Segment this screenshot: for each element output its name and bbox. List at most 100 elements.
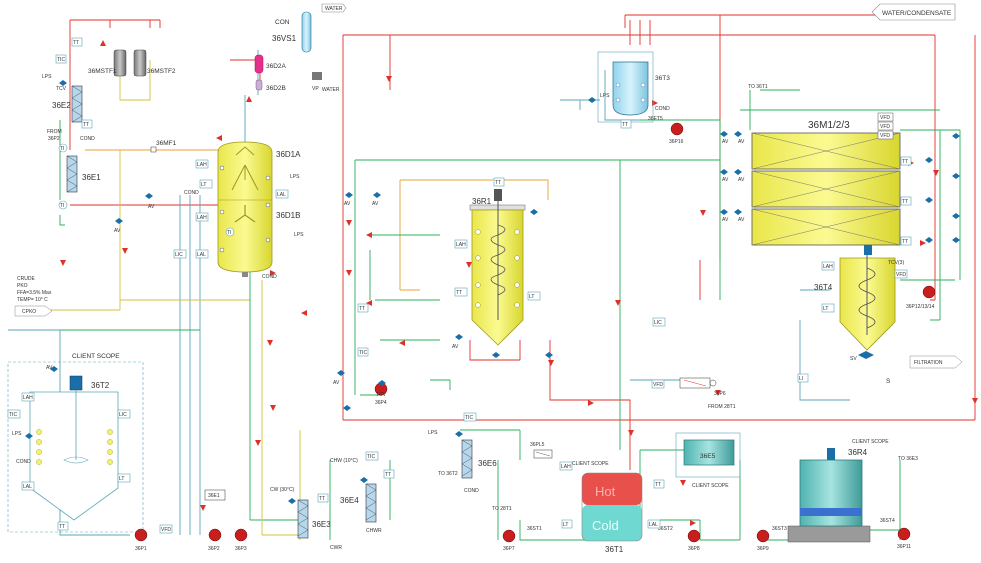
svg-text:36D2A: 36D2A xyxy=(266,63,287,70)
svg-text:LAL: LAL xyxy=(197,252,206,258)
svg-text:36R1: 36R1 xyxy=(472,197,492,206)
svg-text:COND: COND xyxy=(184,190,199,196)
svg-text:AV: AV xyxy=(738,217,745,223)
svg-text:WATER/CONDENSATE: WATER/CONDENSATE xyxy=(882,10,952,17)
svg-text:36P6: 36P6 xyxy=(714,391,726,397)
svg-text:36P2: 36P2 xyxy=(48,136,60,142)
svg-text:TT: TT xyxy=(456,290,462,296)
tank-36t2[interactable]: CLIENT SCOPE 36T2 LPS COND xyxy=(7,353,144,533)
label-36vs1: 36VS1 xyxy=(272,34,297,43)
svg-text:COND: COND xyxy=(16,459,31,465)
svg-text:LAH: LAH xyxy=(197,215,207,221)
svg-text:36ST1: 36ST1 xyxy=(527,526,542,532)
svg-text:VFD: VFD xyxy=(880,133,890,139)
svg-text:LPS: LPS xyxy=(290,174,300,180)
svg-text:COND: COND xyxy=(80,136,95,142)
svg-text:36ST4: 36ST4 xyxy=(880,518,895,524)
filtration-tag: FILTRATION xyxy=(909,355,963,369)
exchanger-36e1[interactable]: 36E1 xyxy=(66,155,101,193)
svg-text:TT: TT xyxy=(655,482,661,488)
instruments: TT TIC TT TI TI TI LAH LT LAL LAH LAL LI… xyxy=(7,37,912,534)
tank-36e5[interactable]: 36E5 CLIENT SCOPE xyxy=(675,432,741,489)
svg-text:AV: AV xyxy=(722,139,729,145)
to-36t1-label: TO 36T1 xyxy=(748,84,768,90)
svg-text:AV: AV xyxy=(738,139,745,145)
svg-text:36ET5: 36ET5 xyxy=(648,116,663,122)
svg-text:AV: AV xyxy=(114,228,121,234)
svg-text:36P16: 36P16 xyxy=(669,139,684,145)
from-36p2-label: FROM xyxy=(47,129,62,135)
svg-text:VFD: VFD xyxy=(880,115,890,121)
svg-text:LAH: LAH xyxy=(823,264,833,270)
svg-text:LPS: LPS xyxy=(294,232,304,238)
svg-text:TI: TI xyxy=(60,146,64,152)
svg-text:36E4: 36E4 xyxy=(340,496,359,505)
dosing-pump-36p6[interactable] xyxy=(679,377,717,389)
svg-text:TO 36E3: TO 36E3 xyxy=(898,456,918,462)
svg-text:COND: COND xyxy=(262,274,277,280)
svg-text:LPS: LPS xyxy=(428,430,438,436)
svg-text:AV: AV xyxy=(452,344,459,350)
pumps[interactable] xyxy=(134,122,936,543)
svg-text:36T3: 36T3 xyxy=(655,75,670,82)
svg-text:CWR: CWR xyxy=(330,545,342,551)
svg-text:SV: SV xyxy=(850,356,857,362)
tank-36t1[interactable]: Hot Cold 36T1 CLIENT SCOPE xyxy=(572,461,643,554)
svg-text:TIC: TIC xyxy=(9,412,17,418)
tank-36r4[interactable]: 36R4 CLIENT SCOPE TO 36E3 xyxy=(787,439,918,543)
pump-36p7 xyxy=(502,529,516,543)
pump-36p1 xyxy=(134,528,148,542)
svg-text:AV: AV xyxy=(333,380,340,386)
pump-36p3 xyxy=(234,528,248,542)
column-36m123[interactable]: 36M1/2/3 VFD VFD VFD xyxy=(751,112,901,246)
svg-text:Hot: Hot xyxy=(595,484,616,499)
filters-36mstf[interactable]: 36MSTF1 36MSTF2 xyxy=(88,49,176,77)
crude-feed-note: CRUDE PKO FFA=3.5% Max TEMP= 10° C CPKO xyxy=(14,276,53,317)
drum-36d2[interactable]: 36D2A 36D2B xyxy=(254,54,287,92)
svg-text:CW (30°C): CW (30°C) xyxy=(270,487,295,493)
svg-text:COND: COND xyxy=(464,488,479,494)
reactor-36r1[interactable]: 36R1 xyxy=(469,189,526,346)
svg-text:36E1: 36E1 xyxy=(208,493,220,499)
deodorizer-36d1[interactable]: 36D1A 36D1B xyxy=(217,141,301,277)
svg-text:36ST2: 36ST2 xyxy=(658,526,673,532)
svg-text:LAH: LAH xyxy=(561,464,571,470)
separator-36vs1[interactable]: CON 36VS1 VP WATER xyxy=(272,11,340,93)
svg-text:TCV: TCV xyxy=(56,86,67,92)
svg-text:FILTRATION: FILTRATION xyxy=(914,360,943,366)
svg-text:36P12/13/14: 36P12/13/14 xyxy=(906,304,935,310)
svg-text:TEMP= 10° C: TEMP= 10° C xyxy=(17,297,48,303)
svg-text:LPS: LPS xyxy=(600,93,610,99)
valve-labels: AV AV AV AV AV AV AV TCV TCV(3) AV AV AV… xyxy=(46,139,904,398)
exchanger-36e3[interactable]: 36E3 CW (30°C) CWR xyxy=(270,487,342,551)
exchanger-36e6[interactable]: 36E6 COND LPS TO 36T2 TO 28T1 xyxy=(428,430,512,512)
filter-36mf1[interactable] xyxy=(150,146,157,153)
exchanger-36e2[interactable]: 36E2 COND LPS TCV xyxy=(42,74,95,142)
tank-36t4[interactable]: 36T4 SV S xyxy=(814,245,896,385)
valves[interactable] xyxy=(25,80,960,504)
svg-text:36E2: 36E2 xyxy=(52,101,71,110)
svg-text:PKO: PKO xyxy=(17,283,28,289)
exchanger-36e4[interactable]: 36E4 CHW (10°C) CHWR xyxy=(330,458,382,534)
svg-text:AV: AV xyxy=(344,201,351,207)
svg-text:TT: TT xyxy=(73,40,79,46)
svg-text:36ST3: 36ST3 xyxy=(772,526,787,532)
svg-text:AV: AV xyxy=(738,177,745,183)
label-con: CON xyxy=(275,19,290,26)
svg-text:LAH: LAH xyxy=(197,162,207,168)
svg-text:LIC: LIC xyxy=(654,320,662,326)
svg-text:TIC: TIC xyxy=(465,415,473,421)
svg-text:TIC: TIC xyxy=(359,350,367,356)
strainer-36pl5[interactable]: 36PL5 xyxy=(530,442,553,459)
svg-text:AV: AV xyxy=(722,217,729,223)
svg-text:36E1: 36E1 xyxy=(82,173,101,182)
svg-text:36P7: 36P7 xyxy=(503,546,515,552)
svg-text:36P3: 36P3 xyxy=(235,546,247,552)
svg-text:TT: TT xyxy=(359,306,365,312)
vessel-36t3[interactable]: 36T3 COND LPS xyxy=(597,51,670,123)
svg-text:TT: TT xyxy=(902,159,908,165)
svg-text:TI: TI xyxy=(60,203,64,209)
svg-text:LT: LT xyxy=(563,522,568,528)
svg-text:Cold: Cold xyxy=(592,518,619,533)
